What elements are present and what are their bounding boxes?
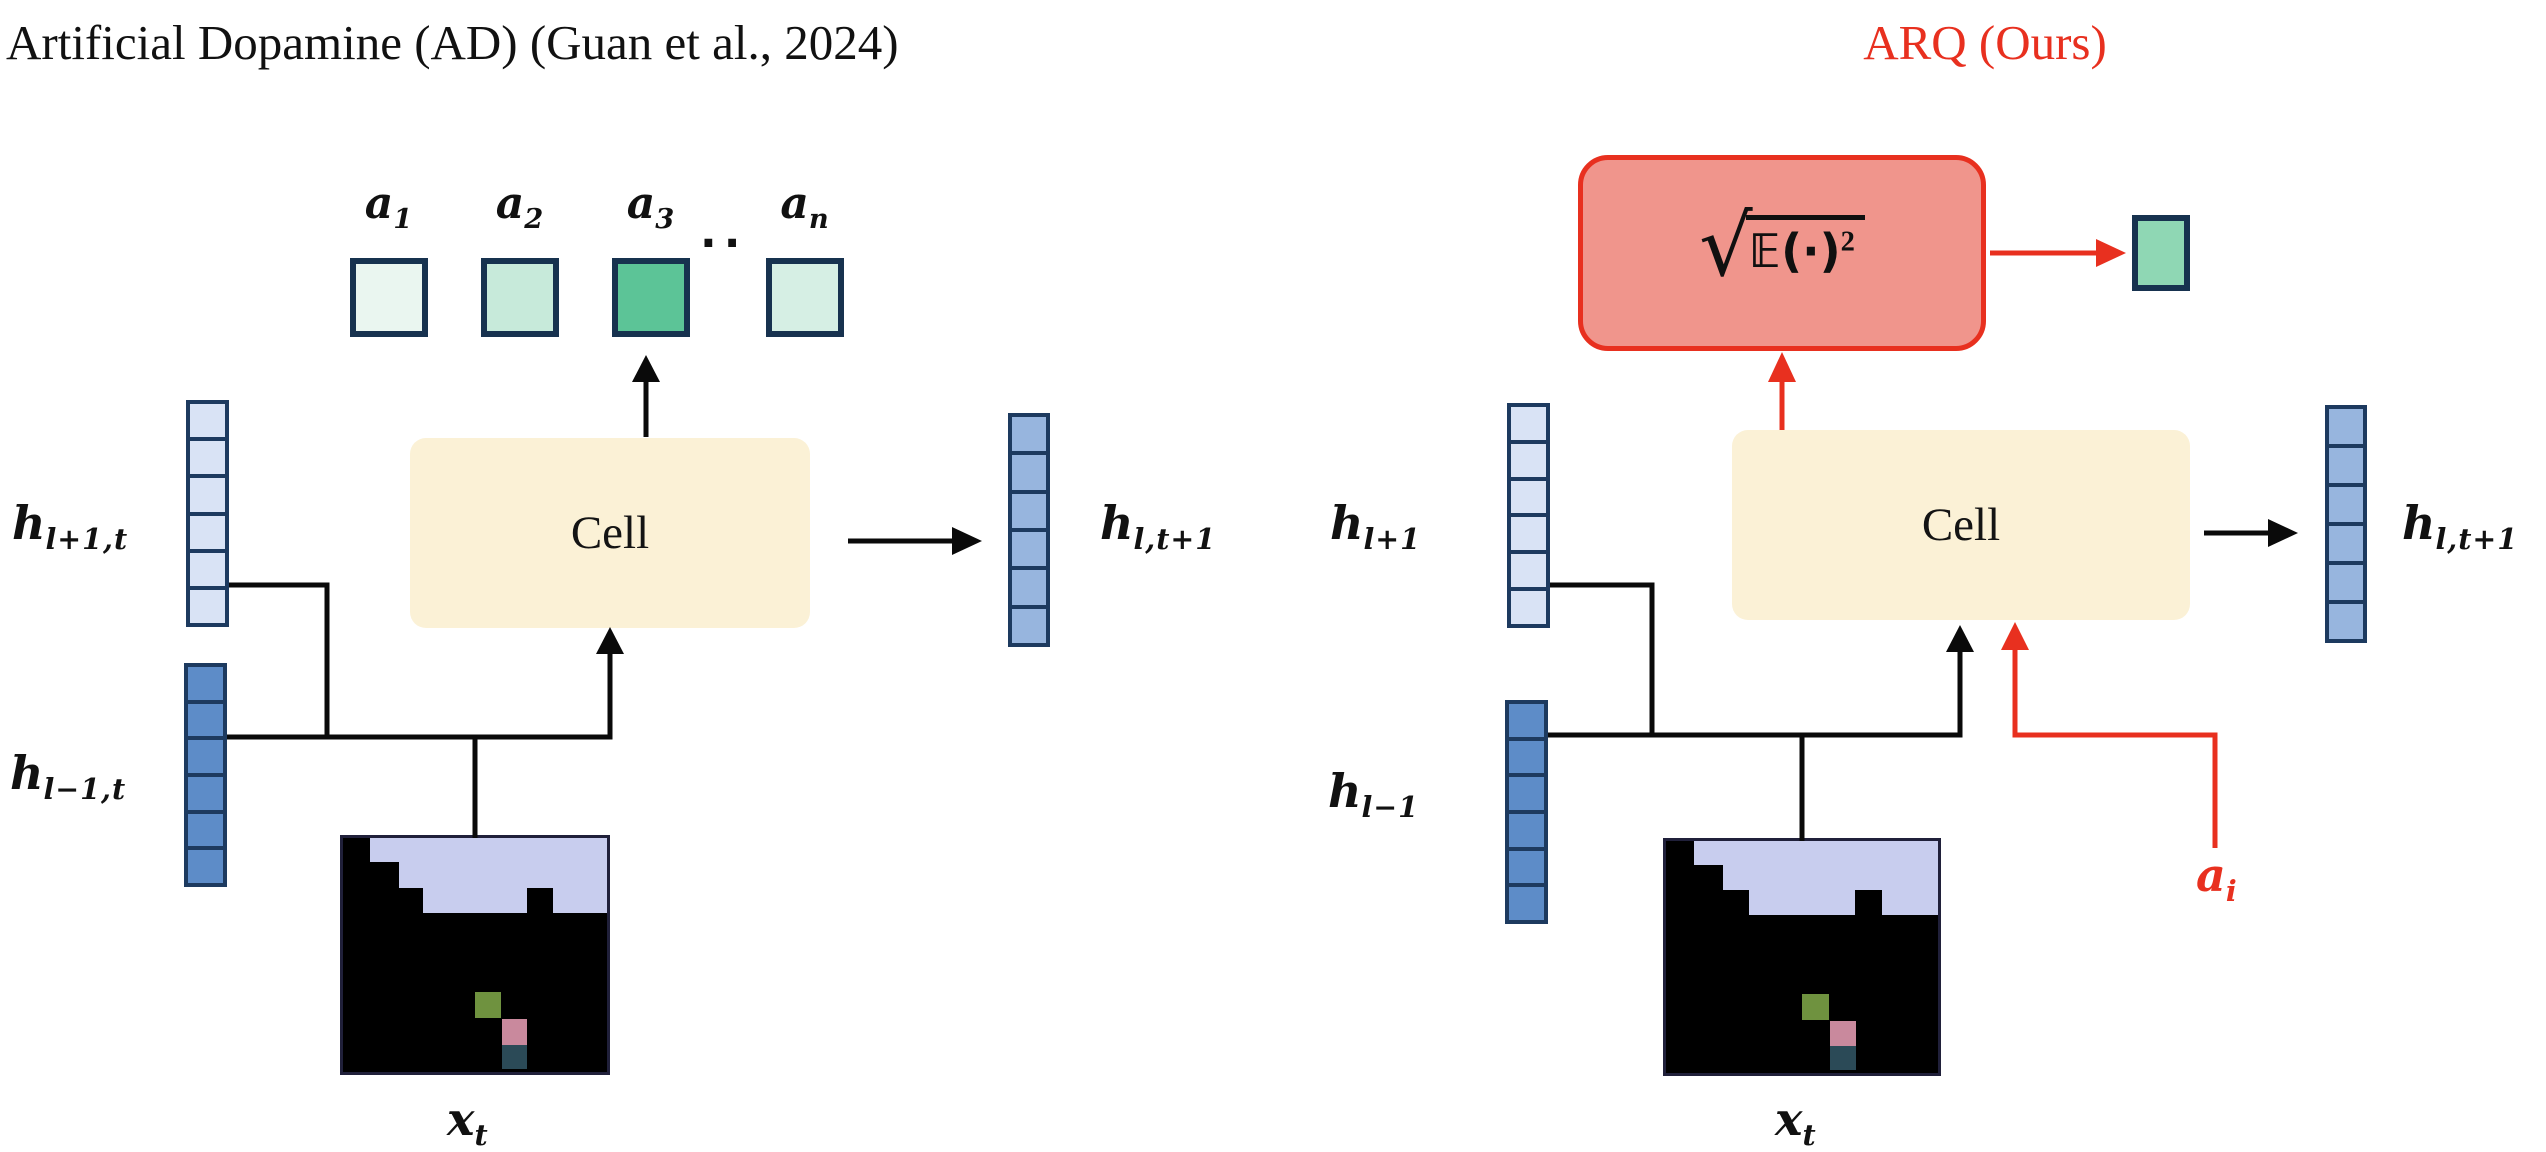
radical-sign: √ bbox=[1699, 197, 1753, 296]
left-title: Artificial Dopamine (AD) (Guan et al., 2… bbox=[6, 15, 899, 70]
left-output-stack bbox=[1008, 413, 1050, 647]
rms-formula: √ 𝔼(·)2 bbox=[1699, 204, 1865, 291]
right-cell-box: Cell bbox=[1732, 430, 2190, 620]
left-h-out-label: hl,t+1 bbox=[1100, 496, 1217, 557]
left-cell-label: Cell bbox=[570, 507, 650, 559]
ellipsis-dots: ·· bbox=[700, 218, 748, 269]
left-h-upper-label: hl+1,t bbox=[12, 496, 129, 557]
right-upper-hidden-stack bbox=[1507, 403, 1550, 628]
action-input-label: ai bbox=[2196, 848, 2238, 909]
right-cell-label: Cell bbox=[1921, 499, 2001, 551]
action-square-a1 bbox=[350, 258, 428, 337]
action-label-an: an bbox=[780, 178, 830, 235]
left-game-frame bbox=[340, 835, 610, 1075]
right-lower-hidden-stack bbox=[1505, 700, 1548, 924]
action-square-an bbox=[766, 258, 844, 337]
left-lower-hidden-stack bbox=[184, 663, 227, 887]
action-label-a2: a2 bbox=[495, 178, 545, 235]
action-square-a3 bbox=[612, 258, 690, 337]
action-square-a2 bbox=[481, 258, 559, 337]
right-output-stack bbox=[2325, 405, 2367, 643]
right-h-lower-label: hl−1 bbox=[1328, 764, 1420, 825]
right-h-out-label: hl,t+1 bbox=[2402, 496, 2519, 557]
action-label-a3: a3 bbox=[626, 178, 676, 235]
right-game-frame bbox=[1663, 838, 1941, 1076]
right-title: ARQ (Ours) bbox=[1863, 15, 2107, 70]
left-h-lower-label: hl−1,t bbox=[10, 746, 127, 807]
left-cell-box: Cell bbox=[410, 438, 810, 628]
rms-operator-box: √ 𝔼(·)2 bbox=[1578, 155, 1986, 351]
left-upper-hidden-stack bbox=[186, 400, 229, 627]
left-x-label: xt bbox=[447, 1092, 489, 1152]
right-h-upper-label: hl+1 bbox=[1330, 496, 1422, 557]
right-x-label: xt bbox=[1775, 1092, 1817, 1152]
action-label-a1: a1 bbox=[364, 178, 414, 235]
q-value-square bbox=[2132, 215, 2190, 291]
